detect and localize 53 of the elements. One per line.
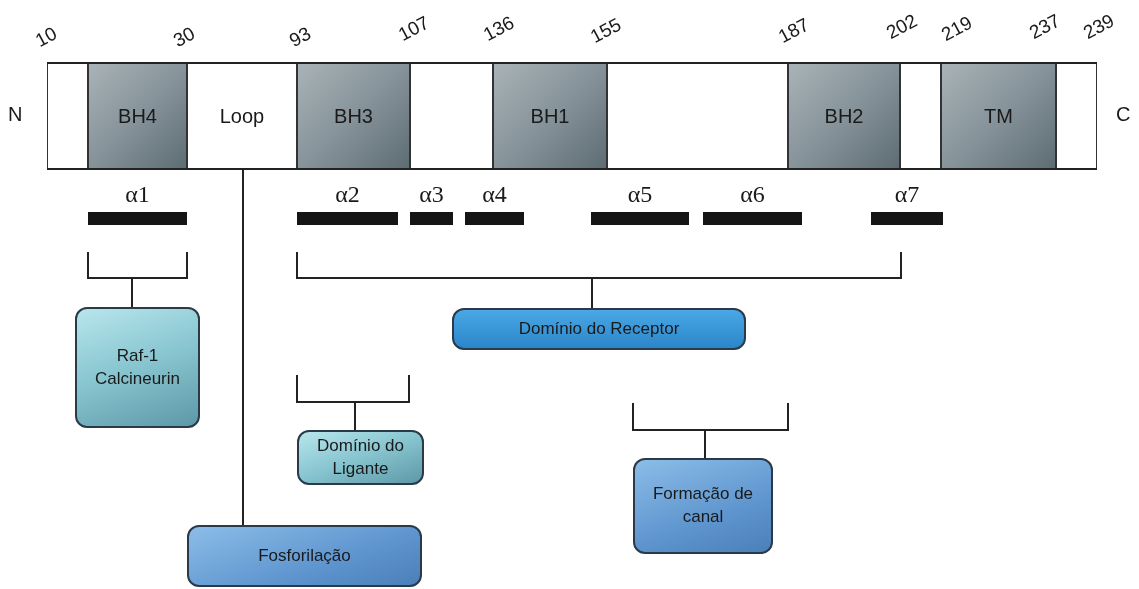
position-number: 237 — [1025, 9, 1064, 44]
domain-label: BH2 — [824, 104, 864, 128]
domain-label: BH1 — [530, 104, 570, 128]
function-box — [452, 308, 746, 350]
domain-segment — [187, 64, 297, 168]
box-label: Formação de canal — [651, 483, 755, 528]
helix-label: α2 — [335, 180, 360, 208]
box-label: Raf-1 Calcineurin — [93, 344, 181, 390]
function-box — [187, 525, 422, 587]
bracket-connector — [296, 251, 902, 309]
position-number: 93 — [285, 22, 315, 52]
linker-segment — [900, 64, 941, 168]
position-number: 10 — [31, 22, 61, 52]
helix-label: α1 — [125, 180, 150, 208]
connector-line — [242, 169, 244, 526]
position-number: 30 — [169, 22, 199, 52]
domain-segment — [88, 64, 187, 168]
domain-label: BH3 — [334, 104, 373, 128]
position-number: 187 — [774, 13, 813, 48]
domain-segment — [297, 64, 410, 168]
terminus-label: N — [8, 103, 23, 126]
position-number: 155 — [586, 13, 625, 48]
position-number: 239 — [1079, 9, 1118, 44]
box-label: Domínio do Ligante — [316, 434, 405, 480]
bracket-connector — [296, 374, 410, 431]
box-label: Domínio do Receptor — [518, 317, 680, 340]
position-number: 219 — [937, 11, 976, 46]
bracket-connector — [87, 251, 188, 308]
linker-segment — [410, 64, 493, 168]
domain-label: Loop — [219, 104, 265, 128]
function-box — [633, 458, 773, 554]
position-number: 202 — [882, 9, 921, 44]
domain-label: TM — [984, 104, 1013, 128]
bracket-connector — [632, 402, 789, 459]
linker-segment — [607, 64, 788, 168]
domain-segment — [788, 64, 900, 168]
function-box — [297, 430, 424, 485]
linker-segment — [1056, 64, 1097, 168]
terminus-label: C — [1116, 103, 1131, 126]
function-box — [75, 307, 200, 428]
box-label: Fosforilação — [258, 544, 351, 567]
helix-label: α4 — [482, 180, 507, 208]
helix-label: α5 — [627, 180, 653, 208]
helix-label: α6 — [740, 180, 765, 208]
domain-label: BH4 — [118, 104, 157, 128]
linker-segment — [47, 64, 88, 168]
helix-label: α3 — [419, 180, 444, 208]
position-number: 107 — [394, 11, 433, 46]
protein-bar — [47, 62, 1097, 170]
domain-segment — [941, 64, 1056, 168]
domain-segment — [493, 64, 607, 168]
helix-label: α7 — [894, 180, 920, 208]
position-number: 136 — [479, 11, 518, 46]
